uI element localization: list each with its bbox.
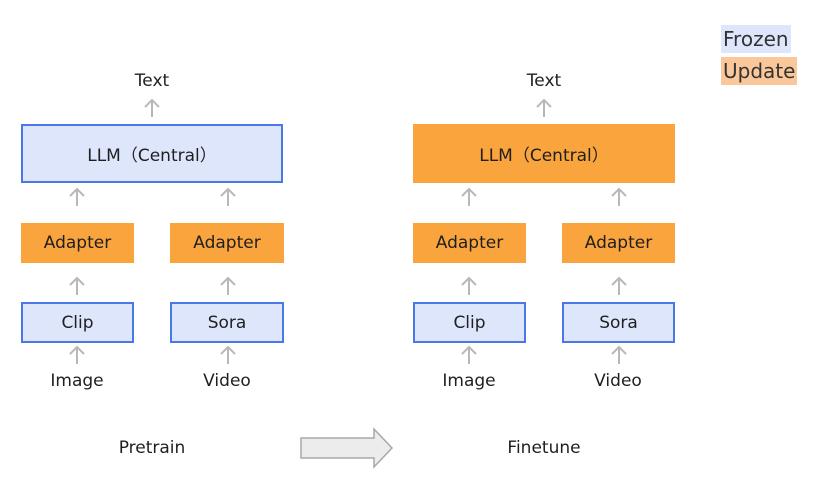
arrow-adapter-right-to-llm-finetune xyxy=(611,188,627,207)
pretrain-llm-box: LLM（Central） xyxy=(21,124,283,183)
arrow-adapter-left-to-llm-finetune xyxy=(461,188,477,207)
arrow-adapter-right-to-llm-pretrain xyxy=(220,188,236,207)
arrow-llm-to-text-pretrain xyxy=(144,99,160,118)
pretrain-encoder-clip: Clip xyxy=(21,302,134,343)
arrow-clip-to-adapter-finetune xyxy=(461,277,477,296)
pretrain-adapter-left: Adapter xyxy=(21,223,134,263)
pretrain-output-label: Text xyxy=(134,71,170,91)
pretrain-adapter-right: Adapter xyxy=(170,223,284,263)
arrow-video-to-sora-finetune xyxy=(611,346,627,365)
arrow-video-to-sora-pretrain xyxy=(220,346,236,365)
arrow-llm-to-text-finetune xyxy=(536,99,552,118)
finetune-adapter-right: Adapter xyxy=(562,223,675,263)
arrow-image-to-clip-pretrain xyxy=(69,346,85,365)
pretrain-encoder-sora: Sora xyxy=(170,302,284,343)
arrow-sora-to-adapter-finetune xyxy=(611,277,627,296)
pretrain-stage-label: Pretrain xyxy=(118,438,186,458)
finetune-llm-box: LLM（Central） xyxy=(413,124,675,183)
arrow-image-to-clip-finetune xyxy=(461,346,477,365)
pretrain-encoder-clip-label: Clip xyxy=(61,312,94,333)
pretrain-adapter-right-label: Adapter xyxy=(193,233,261,253)
pretrain-input-video: Video xyxy=(203,371,251,391)
finetune-adapter-left-label: Adapter xyxy=(435,233,504,253)
pretrain-input-image: Image xyxy=(50,371,104,391)
finetune-encoder-clip: Clip xyxy=(413,302,526,343)
finetune-adapter-left: Adapter xyxy=(413,223,526,263)
legend-frozen: Frozen xyxy=(721,25,791,53)
arrow-adapter-left-to-llm-pretrain xyxy=(69,188,85,207)
finetune-llm-label: LLM（Central） xyxy=(479,146,609,166)
finetune-encoder-clip-label: Clip xyxy=(453,312,486,333)
pretrain-llm-label: LLM（Central） xyxy=(87,146,217,166)
arrow-sora-to-adapter-pretrain xyxy=(220,277,236,296)
finetune-adapter-right-label: Adapter xyxy=(584,233,653,253)
pretrain-adapter-left-label: Adapter xyxy=(43,233,112,253)
arrow-clip-to-adapter-pretrain xyxy=(69,277,85,296)
finetune-encoder-sora-label: Sora xyxy=(599,312,638,333)
finetune-input-image: Image xyxy=(442,371,496,391)
pretrain-encoder-sora-label: Sora xyxy=(207,312,247,333)
finetune-input-video: Video xyxy=(594,371,642,391)
finetune-encoder-sora: Sora xyxy=(562,302,675,343)
transition-arrow xyxy=(300,427,394,469)
legend-update: Update xyxy=(721,57,798,85)
finetune-stage-label: Finetune xyxy=(507,438,581,458)
finetune-output-label: Text xyxy=(526,71,562,91)
